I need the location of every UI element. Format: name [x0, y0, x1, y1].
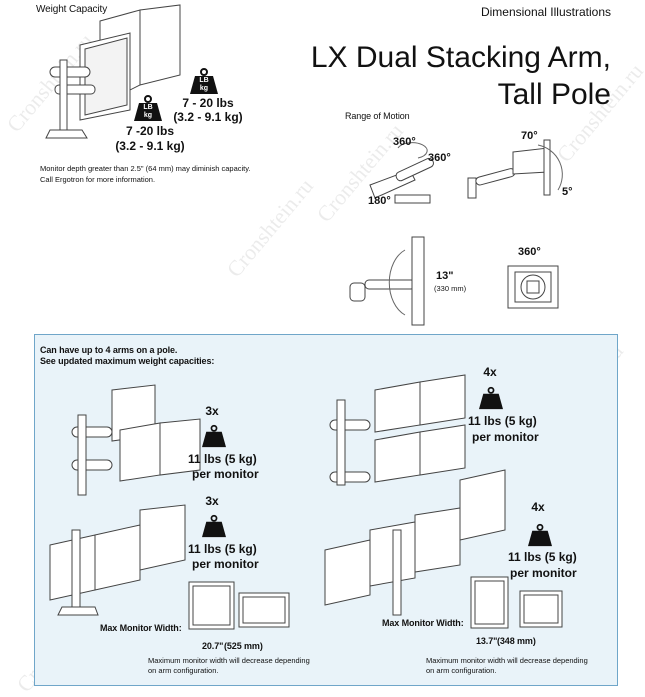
angle-360-a: 360°	[393, 136, 416, 148]
title-line-2: Tall Pole	[497, 78, 611, 111]
watermark: Cronshtein.ru	[221, 173, 319, 282]
config-a-per: per monitor	[192, 467, 259, 481]
lift-illustration	[349, 236, 425, 326]
four-arm-row-illustration	[324, 469, 506, 616]
angle-360-b: 360°	[428, 152, 451, 164]
footnote-left-line-1: Maximum monitor width will decrease depe…	[148, 656, 310, 665]
three-arm-row-illustration	[49, 504, 186, 616]
four-arm-stack-illustration	[329, 374, 466, 486]
weight-right-lbs: 7 - 20 lbs	[182, 96, 234, 110]
config-b-per: per monitor	[192, 557, 259, 571]
max-width-right-value: 13.7"	[476, 636, 498, 646]
tilt-illustration	[467, 139, 563, 199]
rotate-360: 360°	[518, 246, 541, 258]
max-monitor-portrait-left	[188, 581, 235, 630]
max-monitor-portrait-right	[470, 576, 509, 629]
max-width-left-mm: (525 mm)	[224, 641, 263, 651]
footnote-left-line-2: on arm configuration.	[148, 666, 219, 675]
config-d-capacity: 11 lbs (5 kg)	[508, 550, 577, 564]
config-c-per: per monitor	[472, 430, 539, 444]
weight-icon	[190, 68, 218, 94]
weight-icon	[202, 424, 226, 448]
weight-right-kg: (3.2 - 9.1 kg)	[173, 110, 243, 124]
weight-capacity-label: Weight Capacity	[36, 4, 108, 15]
dimensional-label: Dimensional Illustrations	[480, 5, 611, 19]
dual-monitor-illustration	[45, 4, 181, 139]
config-c-capacity: 11 lbs (5 kg)	[468, 414, 537, 428]
lift-range-mm: (330 mm)	[434, 284, 467, 293]
weight-icon	[479, 386, 503, 410]
config-b-capacity: 11 lbs (5 kg)	[188, 542, 257, 556]
weight-left-kg: (3.2 - 9.1 kg)	[115, 139, 185, 153]
panel-intro-line-2: See updated maximum weight capacities:	[40, 356, 215, 366]
config-b-count: 3x	[205, 494, 219, 508]
max-monitor-landscape-right	[519, 590, 563, 628]
weight-left-lbs: 7 -20 lbs	[125, 124, 175, 138]
three-arm-stack-illustration	[71, 384, 201, 496]
angle-5: 5°	[562, 186, 573, 198]
config-d-per: per monitor	[510, 566, 577, 580]
weight-icon	[528, 523, 552, 547]
max-width-right-mm: (348 mm)	[497, 636, 536, 646]
swivel-illustration	[369, 142, 435, 204]
max-width-left-value: 20.7"	[202, 641, 224, 651]
footnote-right-line-1: Maximum monitor width will decrease depe…	[426, 656, 588, 665]
max-monitor-landscape-left	[238, 592, 290, 628]
config-a-count: 3x	[205, 404, 219, 418]
panel-intro-line-1: Can have up to 4 arms on a pole.	[40, 345, 178, 355]
config-d-count: 4x	[531, 500, 545, 514]
config-c-count: 4x	[483, 365, 497, 379]
max-width-right-label: Max Monitor Width:	[382, 618, 464, 628]
footnote-right-line-2: on arm configuration.	[426, 666, 497, 675]
lift-range-in: 13"	[436, 270, 454, 282]
range-of-motion-label: Range of Motion	[345, 111, 410, 121]
angle-180: 180°	[368, 195, 391, 207]
angle-70: 70°	[521, 130, 538, 142]
max-width-left-label: Max Monitor Width:	[100, 623, 182, 633]
depth-note-line-1: Monitor depth greater than 2.5" (64 mm) …	[40, 164, 251, 173]
config-a-capacity: 11 lbs (5 kg)	[188, 452, 257, 466]
weight-icon	[134, 95, 162, 121]
title-line-1: LX Dual Stacking Arm,	[310, 41, 611, 74]
weight-icon	[202, 514, 226, 538]
depth-note-line-2: Call Ergotron for more information.	[40, 175, 156, 184]
rotate-illustration	[507, 265, 559, 309]
